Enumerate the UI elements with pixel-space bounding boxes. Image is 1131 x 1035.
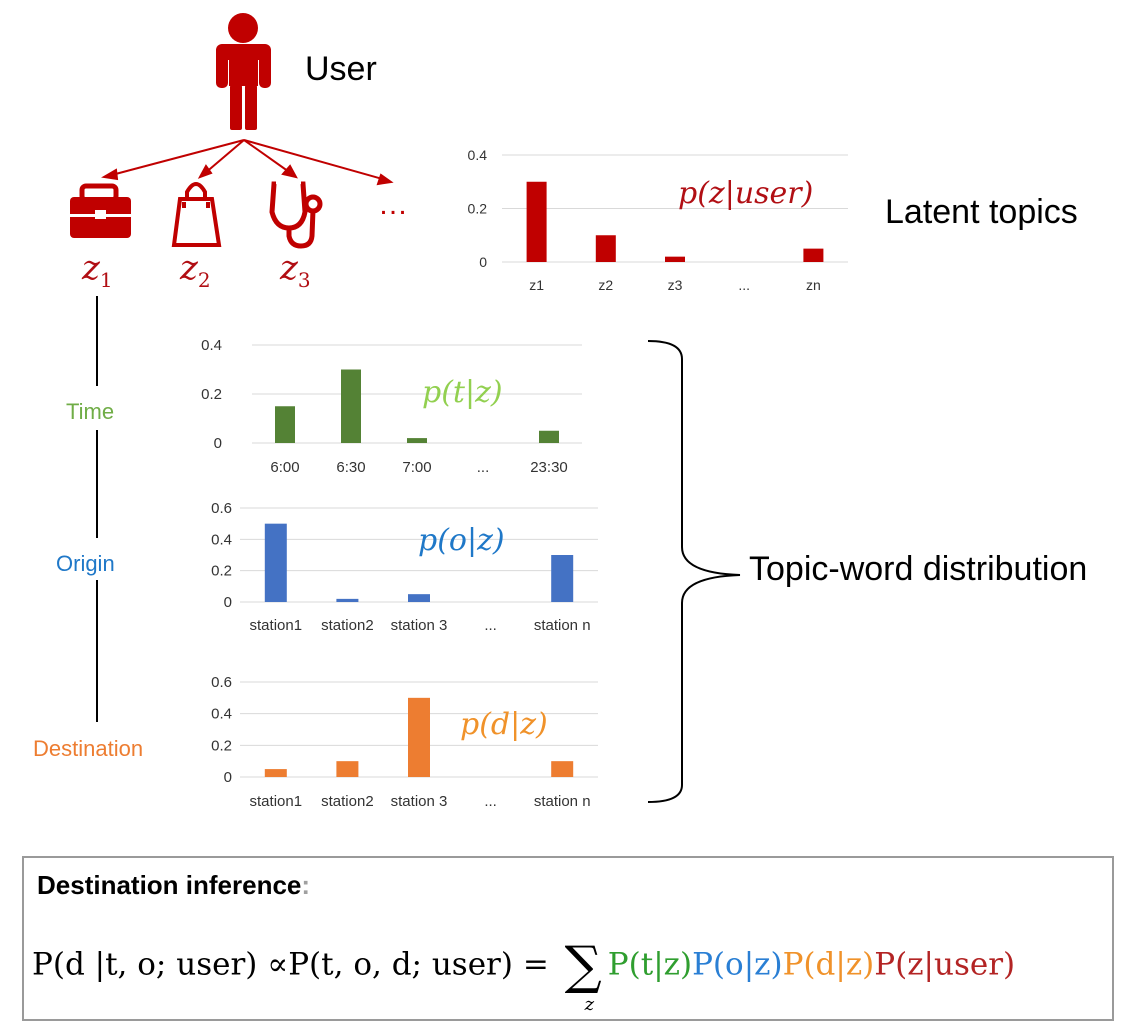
y-tick-label: 0.2 <box>211 737 232 754</box>
x-tick-label: station n <box>534 617 591 634</box>
variable-connector <box>96 296 98 722</box>
y-tick-label: 0.2 <box>201 386 222 403</box>
x-tick-label: z1 <box>529 277 544 293</box>
x-tick-label: 7:00 <box>402 459 431 476</box>
y-tick-label: 0.6 <box>211 500 232 517</box>
x-tick-label: z3 <box>668 277 683 293</box>
formula-prop: ∝ <box>267 946 289 983</box>
bar <box>336 598 359 602</box>
bar <box>264 523 287 602</box>
x-tick-label: ... <box>484 793 497 810</box>
bar <box>539 430 559 443</box>
bar <box>408 594 430 602</box>
topic-label-z3: z3 <box>280 248 311 292</box>
x-tick-label: z2 <box>598 277 613 293</box>
chart-origin: 0 0.2 0.4 0.6 station1 station2 station 3... st… <box>211 500 598 634</box>
formula-term-user: P(z|user) <box>874 946 1016 983</box>
y-tick-label: 0 <box>224 769 232 786</box>
y-tick-label: 0.2 <box>468 201 488 217</box>
x-tick-label: station1 <box>250 793 303 810</box>
topics-more-ellipsis: … <box>378 188 409 221</box>
x-tick-label: station2 <box>321 793 374 810</box>
y-tick-label: 0 <box>479 254 487 270</box>
bar <box>408 697 430 777</box>
x-tick-label: station 3 <box>391 617 448 634</box>
chart-annotation: p(d|z) <box>460 707 548 742</box>
chart-annotation: p(t|z) <box>422 375 503 410</box>
person-icon <box>216 13 271 130</box>
formula-joint: P(t, o, d; user) <box>288 946 513 983</box>
variable-time-label: Time <box>66 399 115 424</box>
x-tick-label: 6:00 <box>270 459 299 476</box>
bar <box>526 181 547 262</box>
formula-term-time: P(t|z) <box>607 946 693 983</box>
shopping-bag-icon <box>171 182 222 247</box>
bar <box>551 761 574 777</box>
formula-box <box>22 856 1114 1021</box>
formula-term-origin: P(o|z) <box>692 946 783 983</box>
chart-annotation: p(z|user) <box>678 176 813 211</box>
x-tick-label: 23:30 <box>530 459 568 476</box>
y-tick-label: 0 <box>214 435 222 452</box>
variable-destination-label: Destination <box>33 736 144 761</box>
bar <box>275 406 295 443</box>
formula-lhs: P(d |t, o; user) <box>32 946 258 983</box>
topic-label-z2: z2 <box>180 248 211 292</box>
chart-destination: 0 0.2 0.4 0.6 station1 station2 station 3... st… <box>211 674 598 810</box>
formula-sum: ∑z <box>564 936 602 1015</box>
formula-term-destination: P(d|z) <box>782 946 875 983</box>
latent-topics-label: Latent topics <box>885 193 1078 231</box>
x-tick-label: ... <box>484 617 497 634</box>
x-tick-label: station1 <box>250 617 303 634</box>
variable-origin-label: Origin <box>56 551 115 576</box>
bar <box>336 761 359 777</box>
briefcase-icon <box>70 183 131 238</box>
x-tick-label: ... <box>477 459 490 476</box>
topic-word-brace <box>647 340 741 803</box>
x-tick-label: 6:30 <box>336 459 365 476</box>
x-tick-label: station n <box>534 793 591 810</box>
x-tick-label: ... <box>738 277 750 293</box>
topic-label-z1: z1 <box>82 248 113 292</box>
bar <box>665 256 685 262</box>
x-tick-label: station2 <box>321 617 374 634</box>
chart-annotation: p(o|z) <box>418 523 505 558</box>
chart-latent-topics: 0 0.2 0.4 z1 z2 z3... zn p(z|user) <box>468 147 848 293</box>
y-tick-label: 0.4 <box>211 706 232 723</box>
bar <box>551 555 574 602</box>
y-tick-label: 0.4 <box>211 531 232 548</box>
formula-title: Destination inference: <box>37 870 311 900</box>
user-label: User <box>305 50 377 88</box>
y-tick-label: 0.4 <box>201 337 222 354</box>
y-tick-label: 0.4 <box>468 147 488 163</box>
bar <box>341 369 361 443</box>
stethoscope-icon <box>269 181 323 249</box>
topic-arrows <box>101 139 394 186</box>
y-tick-label: 0.6 <box>211 674 232 691</box>
bar <box>264 769 287 777</box>
hierarchy-graphic <box>70 13 394 249</box>
y-tick-label: 0.2 <box>211 563 232 580</box>
topic-word-distribution-label: Topic-word distribution <box>749 550 1088 588</box>
chart-time: 0 0.2 0.4 6:00 6:30 7:00... 23:30 p(t|z) <box>201 337 582 476</box>
bar <box>595 235 616 262</box>
bar <box>803 248 824 262</box>
bar <box>407 438 427 443</box>
y-tick-label: 0 <box>224 594 232 611</box>
x-tick-label: zn <box>806 277 821 293</box>
formula-equals: = <box>522 946 549 983</box>
x-tick-label: station 3 <box>391 793 448 810</box>
